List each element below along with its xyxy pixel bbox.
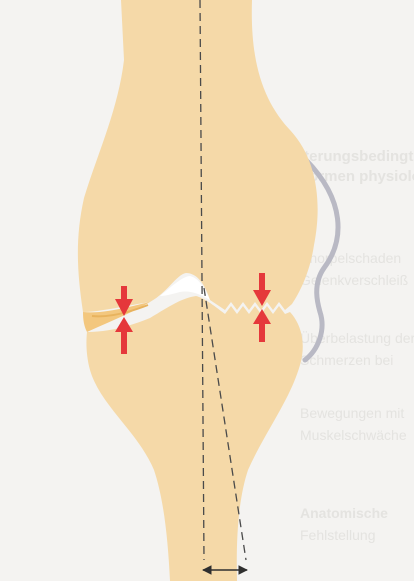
tibia	[86, 296, 302, 581]
femur	[78, 0, 318, 312]
